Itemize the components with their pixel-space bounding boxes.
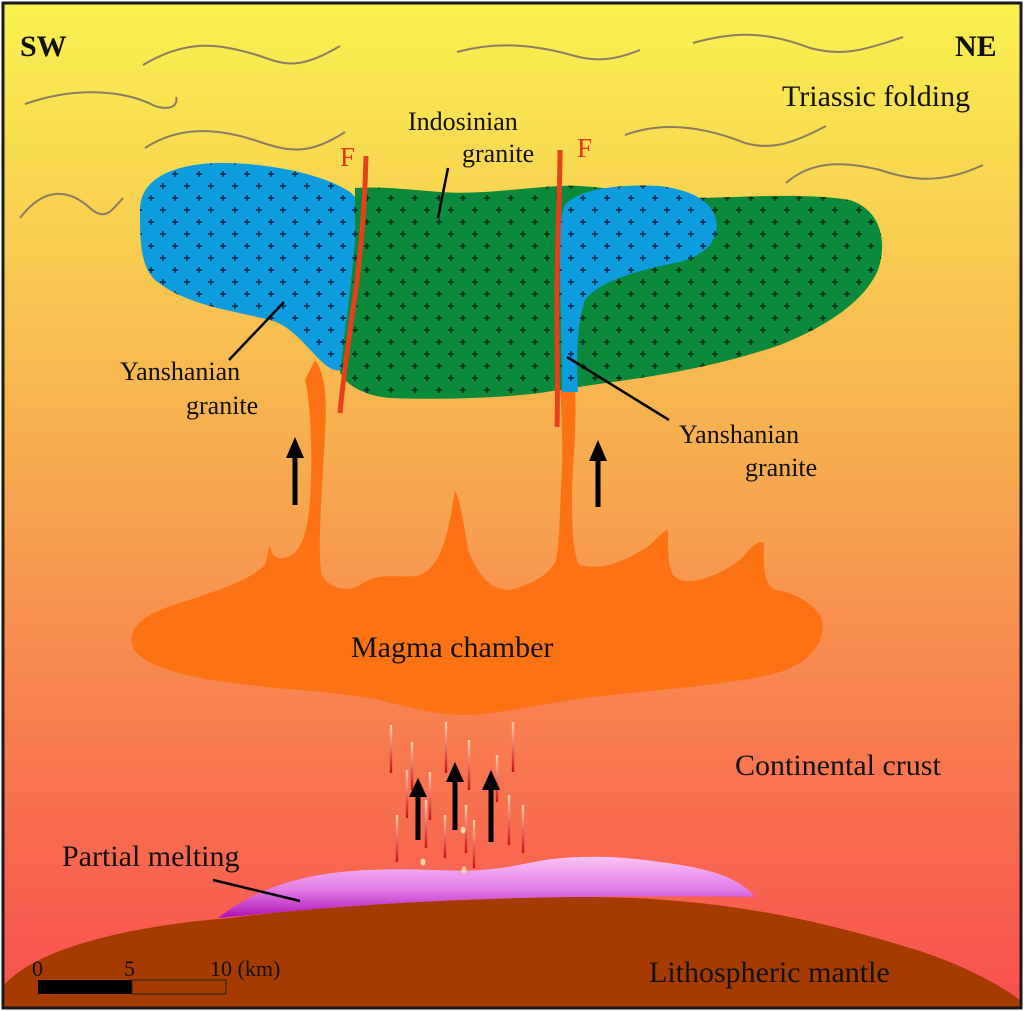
leader-line-partial-melting [212, 878, 301, 903]
melt-streak [507, 795, 511, 845]
melt-streak [424, 800, 428, 848]
label-triassic-folding: Triassic folding [782, 80, 970, 113]
indosinian-pattern [340, 185, 883, 399]
scale-tick-10-km: 10 (km) [210, 956, 280, 981]
magma-ascent-arrow [589, 440, 607, 507]
melt-streak [495, 755, 499, 802]
scale-bar: 0 5 10 (km) [32, 956, 280, 995]
label-yanshanian-right-line1: Yanshanian [679, 420, 799, 449]
lithospheric-mantle [4, 896, 1020, 1007]
scale-tick-5: 5 [124, 956, 135, 981]
label-yanshanian-left-line1: Yanshanian [120, 357, 240, 386]
scale-bar-black-segment [38, 980, 132, 994]
fold-line [144, 130, 346, 151]
melt-droplet-streaks [389, 722, 525, 874]
melt-droplet [420, 858, 426, 866]
yanshanian-right-pattern [560, 185, 717, 392]
label-magma-chamber: Magma chamber [351, 631, 553, 664]
melt-droplet [460, 826, 466, 834]
leader-line-yanshanian-right [566, 355, 670, 422]
melt-streak [472, 820, 476, 868]
magma-chamber [131, 360, 823, 715]
fold-line [456, 44, 641, 61]
scale-tick-0: 0 [32, 956, 43, 981]
melt-streak [389, 725, 393, 773]
magma-ascent-arrow [286, 437, 304, 505]
yanshanian-left-pattern [140, 162, 363, 371]
melt-streak [395, 815, 399, 862]
melt-ascent-arrow [409, 778, 427, 840]
label-indosinian-line2: granite [462, 139, 534, 168]
label-indosinian-line1: Indosinian [408, 107, 518, 136]
melt-droplet [461, 866, 467, 874]
melt-streak [443, 815, 447, 858]
melt-streak [511, 722, 515, 772]
melt-streak [428, 772, 432, 820]
melt-streak [410, 742, 414, 790]
label-yanshanian-left-line2: granite [186, 391, 258, 420]
scale-bar-white-segment [131, 979, 227, 995]
melt-streak [521, 805, 525, 853]
leader-line-indosinian [436, 167, 450, 219]
label-partial-melting: Partial melting [62, 840, 239, 873]
melt-streak [464, 805, 468, 853]
label-continental-crust: Continental crust [735, 749, 941, 782]
fold-line [19, 192, 124, 219]
triassic-fold-lines [19, 33, 984, 219]
melt-streak [405, 770, 409, 818]
label-lithospheric-mantle: Lithospheric mantle [649, 956, 890, 989]
direction-sw: SW [20, 30, 67, 63]
label-yanshanian-right-line2: granite [745, 453, 817, 482]
direction-ne: NE [955, 30, 997, 63]
melt-streak [467, 740, 471, 790]
melt-ascent-arrow [482, 770, 500, 842]
fault-line-left [337, 155, 369, 414]
melt-ascent-arrow [446, 762, 464, 830]
fold-line [785, 163, 984, 184]
fault-label-left: F [340, 142, 355, 172]
fold-line [692, 33, 904, 53]
leader-line-yanshanian-left [228, 301, 285, 361]
melt-streak [444, 722, 448, 773]
fault-label-right: F [577, 133, 592, 163]
fold-line [142, 44, 341, 66]
fold-line [24, 91, 178, 109]
fault-line-right [554, 149, 563, 428]
fold-line [624, 125, 827, 148]
partial-melting-zone [218, 856, 755, 918]
